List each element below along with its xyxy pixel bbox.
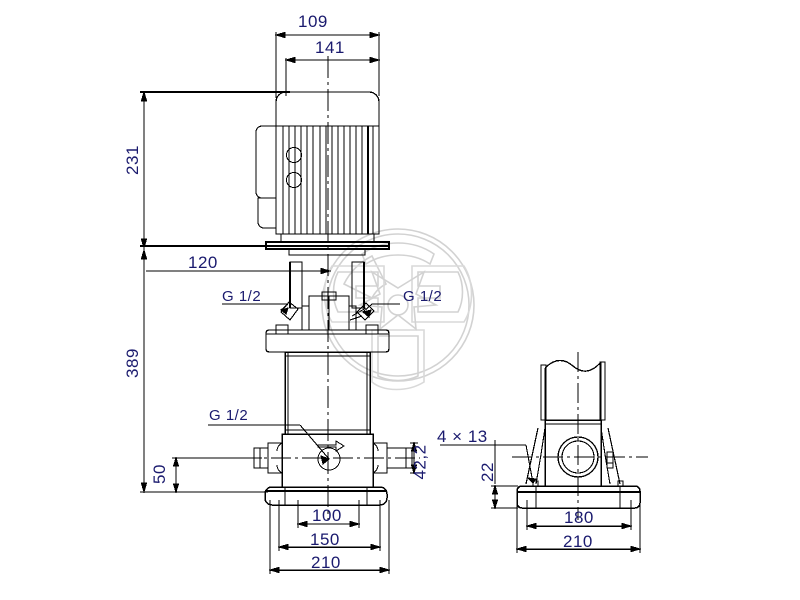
dim-389 [140, 248, 268, 494]
dim-label-22: 22 [477, 462, 497, 482]
leader-g12-lower [208, 424, 330, 465]
dim-label-389: 389 [122, 348, 142, 378]
dim-100 [296, 500, 361, 528]
coupling-chamber [288, 248, 366, 331]
dim-22 [491, 440, 518, 510]
dim-label-120: 120 [188, 253, 218, 272]
callout-g12-left: G 1/2 [222, 288, 262, 305]
dim-231 [140, 90, 290, 250]
dim-210-main [268, 500, 391, 574]
dim-label-150: 150 [310, 530, 340, 549]
dim-50 [172, 456, 262, 494]
dim-150 [277, 500, 382, 551]
dim-label-141: 141 [315, 38, 345, 57]
dim-180 [525, 500, 633, 530]
callout-g12-right: G 1/2 [403, 288, 443, 305]
dim-label-210-side: 210 [563, 532, 593, 551]
leader-g12-left [222, 303, 289, 315]
dimension-lines [140, 31, 642, 574]
pump-base-body [253, 433, 413, 506]
motor-assembly [255, 91, 390, 250]
dim-label-109: 109 [298, 12, 328, 31]
dim-label-42-2: 42,2 [410, 444, 430, 480]
callout-g12-lower: G 1/2 [209, 407, 249, 424]
dim-label-4x13: 4 × 13 [437, 427, 488, 446]
leader-g12-right [361, 303, 400, 318]
dim-141 [284, 56, 381, 96]
dim-120 [146, 258, 332, 275]
grundfos-logo-watermark [321, 228, 475, 391]
side-view-base [512, 352, 648, 520]
pump-sleeve [284, 351, 371, 435]
dim-210-side [515, 500, 642, 553]
dim-label-100: 100 [312, 506, 342, 525]
dim-label-210-main: 210 [311, 553, 341, 572]
dim-label-180: 180 [564, 508, 594, 527]
leader-4x13 [440, 444, 537, 484]
dim-109 [274, 31, 381, 98]
dim-42-2 [410, 441, 418, 475]
dim-label-50: 50 [149, 464, 169, 484]
dim-label-231: 231 [122, 145, 142, 175]
